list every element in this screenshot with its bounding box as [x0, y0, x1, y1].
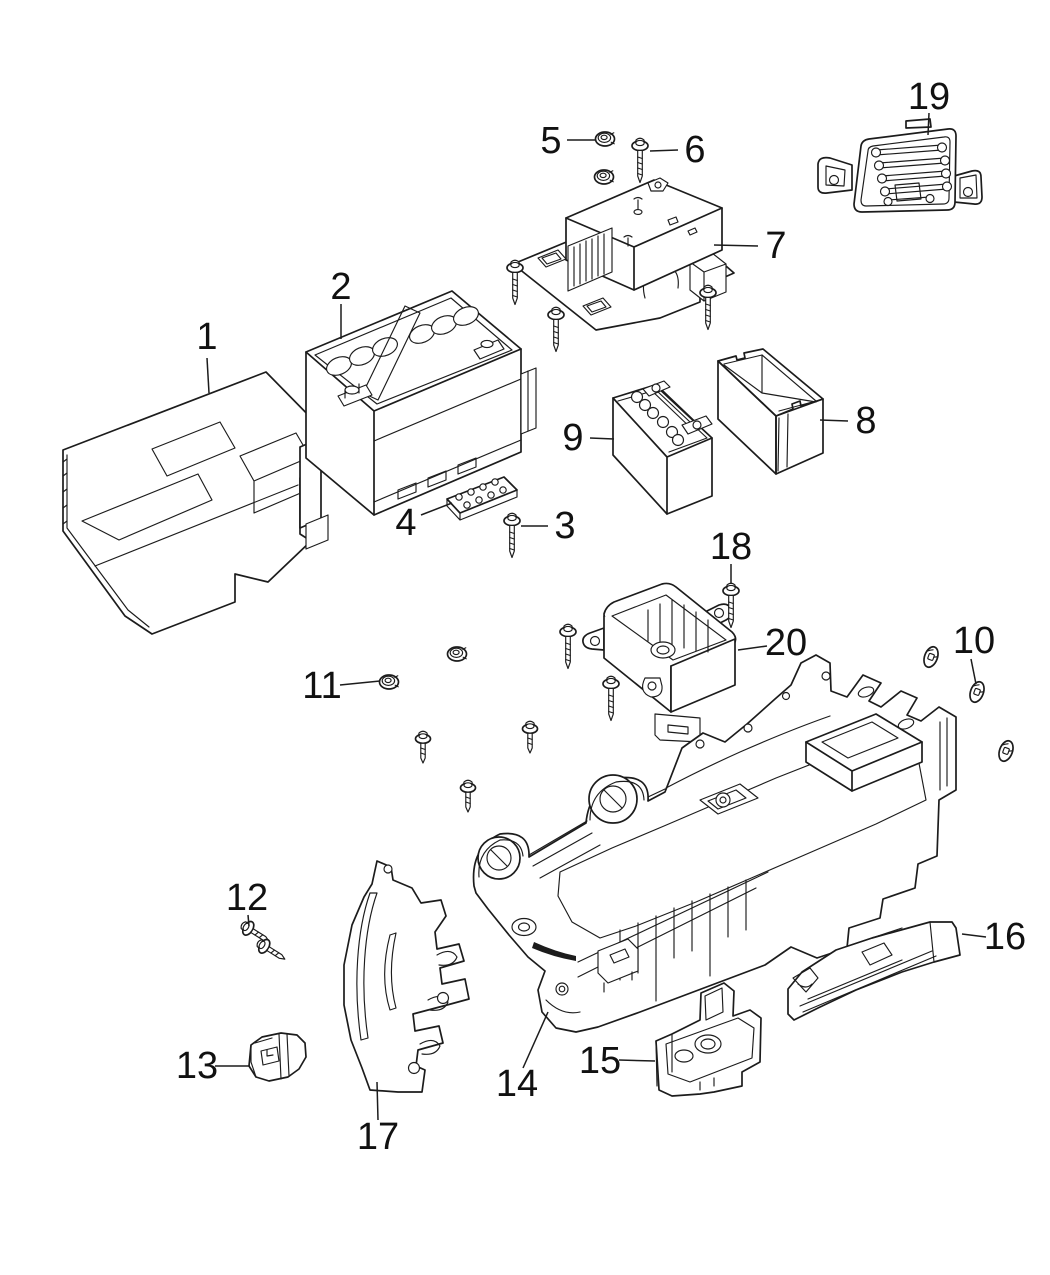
- battery-cover-part: [62, 371, 322, 635]
- auxiliary-battery-part: [612, 380, 713, 515]
- callout-6: 6: [649, 129, 706, 171]
- washer-icon: [995, 738, 1017, 764]
- callout-11: 11: [302, 665, 381, 707]
- callout-16: 16: [961, 916, 1026, 958]
- callout-9: 9: [562, 417, 615, 459]
- callout-13: 13: [176, 1045, 250, 1087]
- callout-19: 19: [908, 76, 950, 136]
- callout-label-17: 17: [357, 1116, 399, 1158]
- washer-icon: [920, 644, 942, 670]
- callout-label-9: 9: [562, 417, 583, 459]
- callout-label-18: 18: [710, 526, 752, 568]
- support-bracket-part: [343, 860, 470, 1093]
- callouts: 1 2 3 4 5 6 7 8: [176, 76, 1026, 1158]
- callout-label-19: 19: [908, 76, 950, 118]
- module-bracket-part: [517, 177, 735, 331]
- screw-icon: [459, 779, 477, 813]
- callout-label-10: 10: [953, 620, 995, 662]
- callout-8: 8: [819, 400, 877, 442]
- nut-icon: [446, 646, 468, 662]
- nut-icon: [594, 131, 616, 147]
- callout-label-15: 15: [579, 1040, 621, 1082]
- callout-14: 14: [496, 1011, 549, 1105]
- auxiliary-battery-tray-part: [582, 582, 737, 743]
- callout-label-2: 2: [330, 266, 351, 308]
- callout-label-11: 11: [302, 665, 341, 707]
- callout-label-16: 16: [984, 916, 1026, 958]
- screw-icon: [414, 730, 432, 764]
- screw-icon: [547, 306, 565, 353]
- screw-icon: [253, 935, 290, 967]
- callout-17: 17: [357, 1081, 399, 1158]
- callout-label-1: 1: [196, 316, 217, 358]
- callout-18: 18: [710, 526, 752, 584]
- callout-label-12: 12: [226, 877, 268, 919]
- clamp-block-part: [248, 1032, 307, 1082]
- callout-label-5: 5: [540, 120, 561, 162]
- battery-spacer-block-part: [446, 476, 518, 521]
- callout-label-3: 3: [554, 505, 575, 547]
- callout-label-6: 6: [684, 129, 705, 171]
- tray-end-support-part: [655, 982, 762, 1097]
- washer-icon: [966, 679, 988, 705]
- screw-icon: [506, 259, 524, 306]
- callout-label-14: 14: [496, 1063, 538, 1105]
- fuse-link-plate-part: [817, 118, 983, 213]
- callout-label-20: 20: [765, 622, 807, 664]
- nut-icon: [378, 674, 400, 690]
- battery-box-cover-part: [717, 348, 824, 475]
- callout-15: 15: [579, 1040, 656, 1082]
- tray-shield-part: [787, 921, 961, 1021]
- screw-icon: [559, 623, 577, 670]
- callout-2: 2: [330, 266, 352, 339]
- callout-12: 12: [226, 877, 268, 927]
- callout-4: 4: [395, 502, 453, 544]
- callout-10: 10: [953, 620, 995, 685]
- screw-icon: [521, 720, 539, 754]
- callout-3: 3: [521, 505, 576, 547]
- callout-7: 7: [713, 225, 787, 267]
- battery-part: [299, 290, 537, 550]
- callout-label-13: 13: [176, 1045, 218, 1087]
- callout-label-4: 4: [395, 502, 416, 544]
- callout-label-7: 7: [765, 225, 786, 267]
- screw-icon: [631, 137, 649, 184]
- callout-label-8: 8: [855, 400, 876, 442]
- callout-20: 20: [737, 622, 807, 664]
- screw-icon: [699, 284, 717, 331]
- screw-icon: [602, 675, 620, 722]
- callout-5: 5: [540, 120, 595, 162]
- callout-1: 1: [196, 316, 218, 394]
- nut-icon: [593, 169, 615, 185]
- bolt-icon: [503, 512, 521, 559]
